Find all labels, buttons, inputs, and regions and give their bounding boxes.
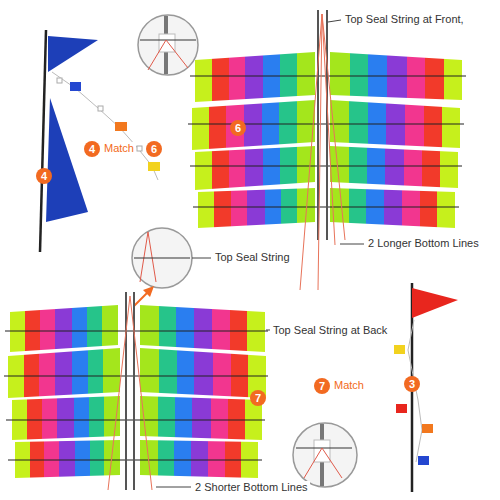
callout-number: 4 — [84, 141, 100, 157]
callout-number: 4 — [36, 168, 52, 184]
annotation-label: Top Seal String — [213, 251, 292, 264]
annotation-label: 2 Longer Bottom Lines — [366, 237, 481, 250]
annotation-label: 2 Shorter Bottom Lines — [193, 481, 310, 494]
callout-number: 3 — [404, 376, 420, 392]
callout-number: 7 — [314, 378, 330, 394]
match-text: Match — [102, 142, 136, 155]
callout-number: 6 — [146, 141, 162, 157]
annotation-label: Top Seal String at Front, — [343, 13, 466, 26]
callout-number: 6 — [230, 120, 246, 136]
annotation-label: Top Seal String at Back — [271, 324, 389, 337]
match-text: Match — [332, 379, 366, 392]
callout-number: 7 — [250, 390, 266, 406]
